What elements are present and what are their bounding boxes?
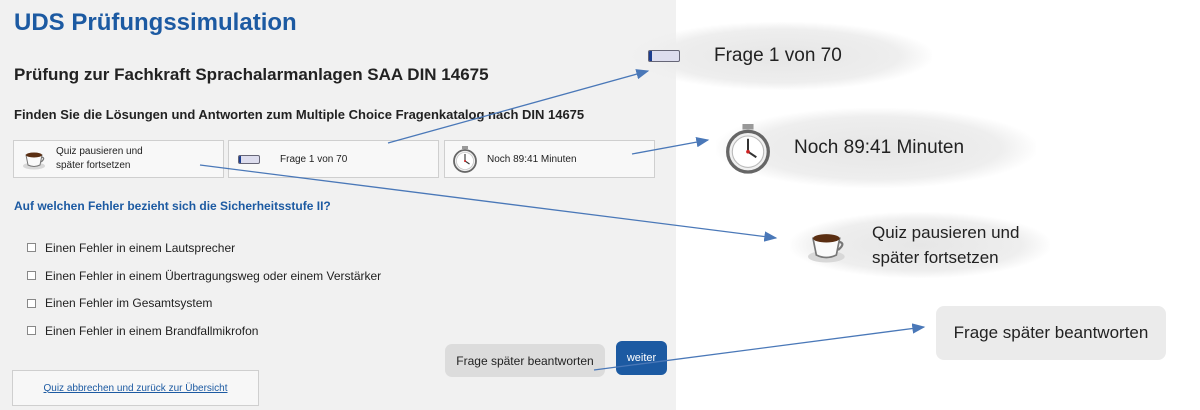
- progress-bar-fill: [239, 155, 241, 163]
- answer-checkbox[interactable]: [27, 243, 36, 253]
- app-title: UDS Prüfungssimulation: [14, 9, 297, 36]
- answer-list: Einen Fehler in einem Lautsprecher Einen…: [27, 234, 381, 345]
- coffee-cup-icon: [808, 234, 845, 263]
- answer-checkbox[interactable]: [27, 298, 36, 308]
- quiz-panel: UDS Prüfungssimulation Prüfung zur Fachk…: [0, 0, 676, 410]
- progress-bar-icon: [238, 154, 260, 164]
- progress-indicator: Frage 1 von 70: [228, 140, 439, 178]
- pause-label-line1: Quiz pausieren und: [56, 146, 143, 157]
- callout-answer-later: Frage später beantworten: [936, 306, 1166, 360]
- abort-quiz-link[interactable]: Quiz abbrechen und zurück zur Übersicht: [43, 382, 228, 394]
- answer-option[interactable]: Einen Fehler in einem Brandfallmikrofon: [27, 317, 381, 345]
- callout-timer: Noch 89:41 Minuten: [716, 108, 1036, 188]
- progress-bar-icon: [648, 50, 680, 62]
- answer-option[interactable]: Einen Fehler in einem Lautsprecher: [27, 234, 381, 262]
- stopwatch-icon: [726, 124, 770, 174]
- pause-label-line2: später fortsetzen: [56, 160, 131, 171]
- answer-label: Einen Fehler im Gesamtsystem: [45, 296, 213, 311]
- answer-option[interactable]: Einen Fehler in einem Übertragungsweg od…: [27, 262, 381, 290]
- next-button[interactable]: weiter: [616, 341, 667, 375]
- callout-progress-label: Frage 1 von 70: [714, 45, 842, 66]
- answer-label: Einen Fehler in einem Brandfallmikrofon: [45, 323, 259, 338]
- answer-checkbox[interactable]: [27, 326, 36, 336]
- answer-label: Einen Fehler in einem Lautsprecher: [45, 240, 236, 255]
- answer-option[interactable]: Einen Fehler im Gesamtsystem: [27, 289, 381, 317]
- callout-pause: Quiz pausieren und später fortsetzen: [790, 212, 1050, 278]
- callout-pause-line2: später fortsetzen: [872, 248, 999, 267]
- answer-checkbox[interactable]: [27, 271, 36, 281]
- timer-indicator: Noch 89:41 Minuten: [444, 140, 655, 178]
- progress-bar-fill: [649, 51, 652, 61]
- progress-label: Frage 1 von 70: [280, 153, 348, 165]
- timer-label: Noch 89:41 Minuten: [487, 153, 577, 165]
- question-text: Auf welchen Fehler bezieht sich die Sich…: [14, 199, 331, 213]
- exam-title: Prüfung zur Fachkraft Sprachalarmanlagen…: [14, 65, 489, 84]
- answer-label: Einen Fehler in einem Übertragungsweg od…: [45, 268, 382, 283]
- answer-later-button[interactable]: Frage später beantworten: [445, 344, 605, 377]
- callout-progress: Frage 1 von 70: [632, 22, 932, 90]
- stopwatch-icon: [453, 146, 477, 173]
- abort-box: Quiz abbrechen und zurück zur Übersicht: [12, 370, 259, 406]
- callout-timer-label: Noch 89:41 Minuten: [794, 137, 965, 158]
- callout-pause-line1: Quiz pausieren und: [872, 223, 1020, 242]
- pause-quiz-button[interactable]: Quiz pausieren und später fortsetzen: [13, 140, 224, 178]
- exam-subtitle: Finden Sie die Lösungen und Antworten zu…: [14, 107, 585, 122]
- coffee-cup-icon: [23, 152, 45, 170]
- callout-later-label: Frage später beantworten: [953, 323, 1149, 342]
